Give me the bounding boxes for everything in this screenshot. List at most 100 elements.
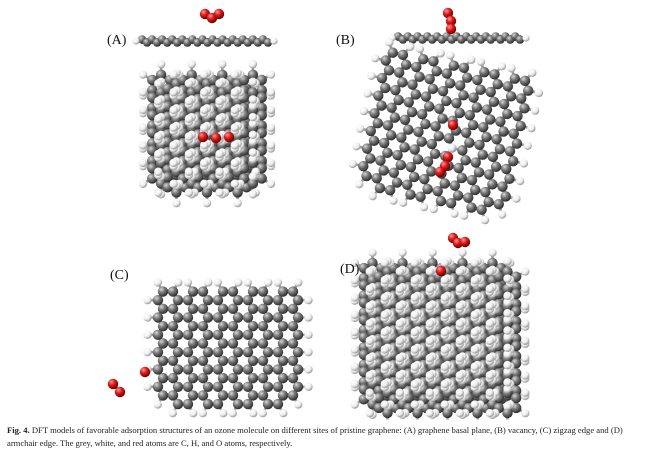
hydrogen-atom	[515, 176, 525, 186]
hydrogen-atom	[304, 365, 313, 374]
carbon-atom	[408, 171, 420, 183]
hydrogen-atom	[248, 137, 258, 146]
hydrogen-atom	[505, 419, 510, 420]
carbon-atom	[430, 121, 441, 132]
carbon-atom	[172, 398, 184, 410]
hydrogen-atom	[455, 284, 464, 293]
hydrogen-atom	[219, 409, 228, 418]
carbon-atom	[483, 169, 495, 180]
hydrogen-atom	[425, 371, 434, 380]
carbon-atom	[232, 381, 244, 392]
panel-label-a: (A)	[107, 33, 127, 48]
carbon-atom	[397, 77, 408, 88]
hydrogen-atom	[169, 105, 178, 115]
hydrogen-atom	[258, 409, 267, 418]
caption-figure-number: Fig. 4.	[7, 425, 30, 435]
carbon-atom	[212, 398, 224, 410]
carbon-atom	[416, 109, 428, 120]
carbon-atom	[292, 312, 304, 323]
carbon-atom	[167, 390, 179, 401]
carbon-atom	[497, 181, 508, 192]
carbon-atom	[187, 372, 199, 384]
carbon-atom	[272, 294, 284, 306]
hydrogen-atom	[215, 167, 224, 176]
hydrogen-atom	[410, 258, 419, 267]
hydrogen-atom	[350, 345, 359, 354]
hydrogen-atom	[415, 44, 425, 54]
carbon-atom	[292, 381, 304, 392]
carbon-atom	[487, 257, 498, 269]
carbon-atom	[519, 103, 530, 114]
carbon-atom	[157, 320, 169, 332]
carbon-atom	[232, 312, 244, 323]
carbon-atom	[152, 312, 164, 323]
hydrogen-atom	[440, 345, 449, 354]
carbon-atom	[495, 116, 506, 127]
hydrogen-atom	[519, 159, 529, 168]
carbon-atom	[504, 173, 515, 185]
hydrogen-atom	[470, 379, 479, 389]
panel-c-ozone-oxygen	[107, 378, 119, 390]
carbon-atom	[501, 163, 512, 175]
hydrogen-atom	[169, 141, 178, 150]
hydrogen-atom	[169, 88, 178, 97]
carbon-atom	[378, 165, 389, 176]
carbon-atom	[412, 154, 424, 165]
hydrogen-atom	[304, 295, 313, 305]
hydrogen-atom	[395, 353, 404, 363]
hydrogen-atom	[429, 204, 438, 214]
hydrogen-atom	[138, 158, 148, 168]
hydrogen-atom	[154, 132, 163, 141]
carbon-atom	[405, 189, 416, 200]
hydrogen-atom	[521, 371, 530, 380]
carbon-atom	[262, 329, 274, 341]
hydrogen-atom	[266, 88, 276, 97]
hydrogen-atom	[218, 59, 227, 69]
carbon-atom	[468, 92, 479, 103]
carbon-atom	[202, 312, 214, 323]
carbon-atom	[511, 138, 523, 149]
hydrogen-atom	[410, 293, 419, 302]
hydrogen-atom	[521, 336, 530, 345]
carbon-atom	[442, 407, 453, 419]
hydrogen-atom	[395, 371, 404, 380]
carbon-atom	[187, 390, 199, 401]
carbon-atom	[277, 320, 289, 332]
carbon-atom	[390, 84, 401, 96]
hydrogen-atom	[523, 141, 532, 151]
carbon-atom	[422, 183, 433, 195]
carbon-atom	[147, 84, 158, 96]
hydrogen-atom	[138, 141, 148, 150]
hydrogen-atom	[485, 301, 494, 311]
carbon-atom	[400, 59, 412, 70]
hydrogen-atom	[497, 62, 506, 71]
hydrogen-atom	[184, 114, 194, 123]
hydrogen-atom	[156, 59, 166, 69]
hydrogen-atom	[395, 267, 404, 276]
carbon-atom	[455, 80, 466, 91]
hydrogen-atom	[350, 310, 359, 319]
carbon-atom	[172, 312, 184, 323]
hydrogen-atom	[213, 278, 222, 287]
hydrogen-atom	[365, 267, 374, 276]
carbon-atom	[463, 192, 474, 203]
hydrogen-atom	[425, 353, 434, 363]
hydrogen-atom	[199, 141, 209, 150]
carbon-atom	[448, 60, 459, 71]
hydrogen-atom	[497, 210, 507, 219]
hydrogen-atom	[230, 70, 239, 79]
hydrogen-atom	[368, 192, 377, 201]
hydrogen-atom	[264, 278, 273, 287]
carbon-atom	[262, 364, 274, 375]
hydrogen-atom	[503, 367, 512, 376]
hydrogen-atom	[521, 267, 530, 276]
hydrogen-atom	[440, 400, 449, 409]
hydrogen-atom	[154, 96, 163, 106]
carbon-atom	[373, 90, 384, 101]
hydrogen-atom	[503, 308, 512, 318]
figure-caption: Fig. 4. DFT models of favorable adsorpti…	[7, 424, 643, 450]
carbon-atom	[257, 372, 269, 384]
carbon-atom	[457, 257, 468, 269]
hydrogen-atom	[440, 310, 449, 319]
